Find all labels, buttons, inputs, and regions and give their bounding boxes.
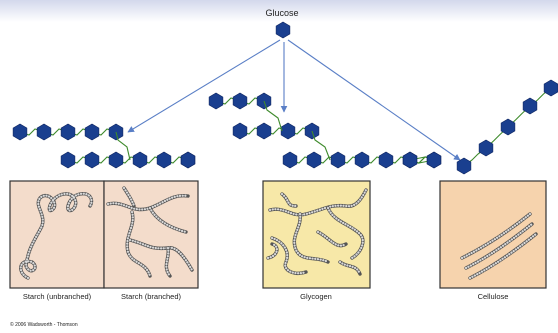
hexagon-glucose-icon: [402, 151, 418, 169]
glycogen-strand: [326, 206, 365, 260]
glycogen-strand-beads: [280, 192, 298, 208]
cellulose-strand-beads: [460, 212, 532, 260]
hexagon-glucose-icon: [132, 151, 148, 169]
glycosidic-bond: [289, 156, 435, 164]
chains: [12, 79, 558, 175]
hexagon-glucose-icon: [180, 151, 196, 169]
label-cellulose: Cellulose: [478, 292, 509, 301]
hexagon-glucose-icon: [84, 151, 100, 169]
bead-strands: [19, 186, 538, 280]
starch-branched-strand-beads: [126, 210, 152, 278]
panel-glycogen: [262, 180, 371, 289]
hexagon-glucose-icon: [426, 151, 442, 169]
hexagon-glucose-icon: [12, 123, 28, 141]
glucose-hexagon-icon: [275, 21, 291, 39]
panel-cellulose: [439, 180, 547, 289]
hexagon-glucose-icon: [330, 151, 346, 169]
glycosidic-bond: [239, 127, 313, 135]
arrow-to-starch: [127, 39, 281, 133]
branch-link: [263, 100, 283, 132]
glycogen-strand-beads: [316, 230, 348, 247]
hexagon-glucose-icon: [84, 123, 100, 141]
glucose-title: Glucose: [265, 8, 298, 18]
copyright: © 2006 Wadsworth - Thomson: [10, 321, 78, 328]
glycogen-strand-beads: [266, 242, 278, 260]
panel-starch-unbranched: [9, 180, 105, 289]
glycogen-strand-beads: [293, 212, 330, 264]
glycogen-strand-beads: [270, 236, 308, 275]
label-glycogen: Glycogen: [300, 292, 332, 301]
panel-starch-branched: [103, 180, 199, 289]
starch-branched-strand-beads: [165, 246, 172, 278]
hexagon-glucose-icon: [280, 122, 296, 140]
hexagon-glucose-icon: [208, 92, 224, 110]
glycogen-strand-beads: [338, 260, 362, 276]
branch-link: [311, 130, 331, 161]
hexagon-glucose-icon: [232, 92, 248, 110]
hexagon-glucose-icon: [60, 123, 76, 141]
cellulose-strand-beads: [468, 232, 538, 280]
glycosidic-bond: [19, 128, 117, 136]
panels: [9, 180, 547, 289]
starch-branched-strand-beads: [148, 206, 188, 234]
hexagon-glucose-icon: [36, 123, 52, 141]
hexagon-glucose-icon: [478, 139, 494, 157]
hexagon-glucose-icon: [456, 157, 472, 175]
hexagon-glucose-icon: [60, 151, 76, 169]
branch-link: [115, 131, 131, 161]
hexagon-glucose-icon: [306, 151, 322, 169]
hexagon-glucose-icon: [282, 151, 298, 169]
hexagon-glucose-icon: [500, 118, 516, 136]
hexagon-glucose-icon: [108, 151, 124, 169]
starch-branched-strand-beads: [122, 186, 136, 208]
cellulose-strand-beads: [464, 222, 534, 270]
hexagon-glucose-icon: [522, 97, 538, 115]
glycosidic-bond: [409, 156, 435, 164]
label-starch-branched: Starch (branched): [121, 292, 182, 301]
glycosidic-bond: [67, 156, 192, 164]
arrows: [127, 39, 461, 161]
glycogen-strand-beads: [268, 188, 368, 216]
hexagon-glucose-icon: [156, 151, 172, 169]
header-band: [0, 0, 558, 22]
label-starch-unbranched: Starch (unbranched): [23, 292, 92, 301]
hexagon-glucose-icon: [354, 151, 370, 169]
starch-unbranched-strand-beads: [19, 192, 93, 280]
hexagon-glucose-icon: [543, 79, 558, 97]
glycosidic-bond: [463, 87, 552, 167]
arrow-to-cellulose: [287, 39, 461, 161]
hexagon-glucose-icon: [256, 122, 272, 140]
hexagon-glucose-icon: [232, 122, 248, 140]
hexagon-glucose-icon: [378, 151, 394, 169]
